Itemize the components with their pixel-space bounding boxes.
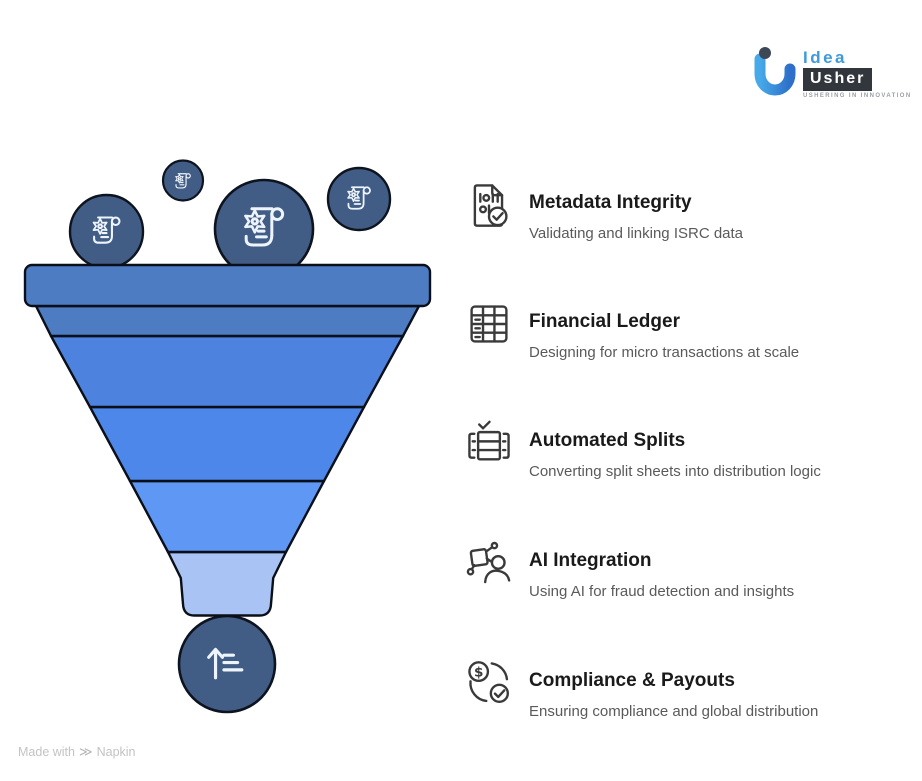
- funnel-stage-4: [128, 479, 326, 554]
- feature-item-automated-splits: Automated Splits Converting split sheets…: [464, 418, 904, 482]
- feature-title: Automated Splits: [529, 430, 686, 451]
- binary-file-check-icon: [473, 184, 508, 227]
- funnel-diagram: [23, 159, 432, 714]
- feature-description: Validating and linking ISRC data: [529, 224, 744, 242]
- feature-description: Designing for micro transactions at scal…: [529, 343, 800, 361]
- idea-usher-logo: Idea Usher USHERING IN INNOVATION: [751, 42, 912, 100]
- credit-brand: Napkin: [96, 745, 136, 759]
- feature-title: Compliance & Payouts: [529, 670, 735, 691]
- napkin-credit: Made with ≫ Napkin: [18, 744, 136, 760]
- funnel-rim: [23, 263, 432, 308]
- dollar-refresh-check-icon: $: [468, 661, 510, 704]
- logo-idea-text: Idea: [803, 48, 848, 67]
- split-rows-check-icon: [468, 420, 510, 461]
- scroll-badge-large: [213, 178, 315, 280]
- logo-usher-text: Usher: [803, 68, 873, 91]
- feature-item-ai-integration: AI Integration Using AI for fraud detect…: [464, 538, 904, 602]
- svg-text:$: $: [474, 664, 483, 680]
- feature-title: Financial Ledger: [529, 311, 680, 332]
- funnel-stage-3: [88, 405, 366, 483]
- funnel-stage-2: [49, 334, 405, 409]
- feature-title: Metadata Integrity: [529, 192, 692, 213]
- funnel-stage-1: [34, 304, 421, 338]
- scroll-badge-right: [326, 166, 392, 232]
- credit-text: Made with: [18, 745, 75, 759]
- logo-tagline: USHERING IN INNOVATION: [803, 93, 912, 99]
- ai-network-person-icon: [466, 541, 511, 584]
- feature-description: Ensuring compliance and global distribut…: [529, 702, 819, 720]
- scroll-badge-left: [68, 193, 145, 270]
- funnel-stage-5: [166, 550, 288, 617]
- feature-title: AI Integration: [529, 550, 652, 571]
- sort-node: [177, 614, 277, 714]
- napkin-logo-icon: ≫: [78, 744, 93, 759]
- idea-usher-monogram-icon: [754, 47, 796, 96]
- feature-description: Using AI for fraud detection and insight…: [529, 582, 795, 600]
- feature-item-compliance-payouts: $ Compliance & Payouts Ensuring complian…: [464, 658, 904, 722]
- feature-item-metadata-integrity: Metadata Integrity Validating and linkin…: [464, 180, 904, 244]
- scroll-badge-small: [161, 159, 205, 202]
- ledger-grid-icon: [470, 305, 508, 343]
- feature-description: Converting split sheets into distributio…: [529, 462, 821, 480]
- feature-item-financial-ledger: Financial Ledger Designing for micro tra…: [464, 299, 904, 363]
